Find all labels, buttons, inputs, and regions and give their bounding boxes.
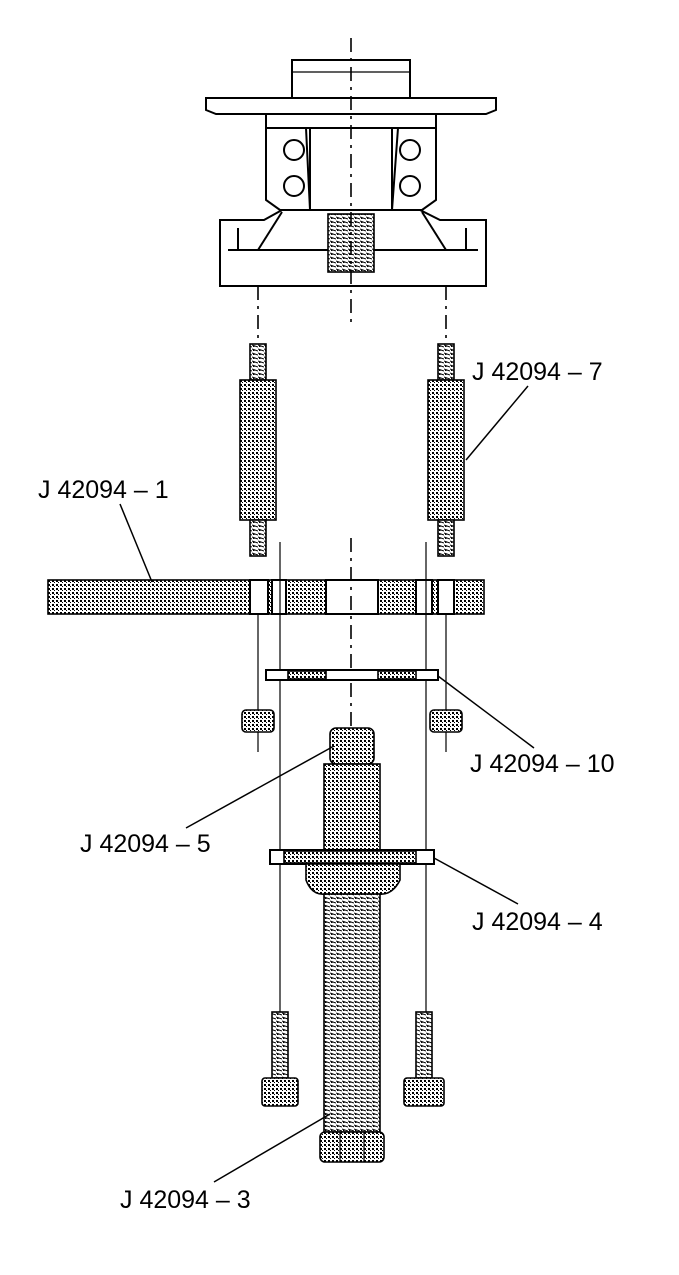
stud-left: [239, 343, 277, 557]
leader-j5: [185, 745, 335, 829]
nut-right: [429, 709, 463, 733]
nut-left: [241, 709, 275, 733]
forcing-screw: [319, 893, 385, 1163]
hub-bearing-assembly: [205, 59, 497, 287]
label-j42094-1: J 42094 – 1: [38, 476, 169, 504]
leader-j10: [437, 675, 535, 749]
washer: [265, 669, 439, 681]
plate: [47, 579, 485, 615]
label-j42094-10: J 42094 – 10: [470, 750, 615, 778]
leader-j3: [213, 1113, 331, 1183]
label-j42094-4: J 42094 – 4: [472, 908, 603, 936]
leader-j1: [119, 503, 153, 583]
leader-j4: [433, 857, 519, 905]
bridge-plate: [269, 849, 435, 896]
leader-j7: [465, 385, 529, 461]
adapter: [323, 727, 381, 855]
label-j42094-7: J 42094 – 7: [472, 358, 603, 386]
label-j42094-5: J 42094 – 5: [80, 830, 211, 858]
label-j42094-3: J 42094 – 3: [120, 1186, 251, 1214]
bolt-left: [261, 1011, 299, 1107]
bolt-right: [403, 1011, 445, 1107]
stud-right: [427, 343, 465, 557]
